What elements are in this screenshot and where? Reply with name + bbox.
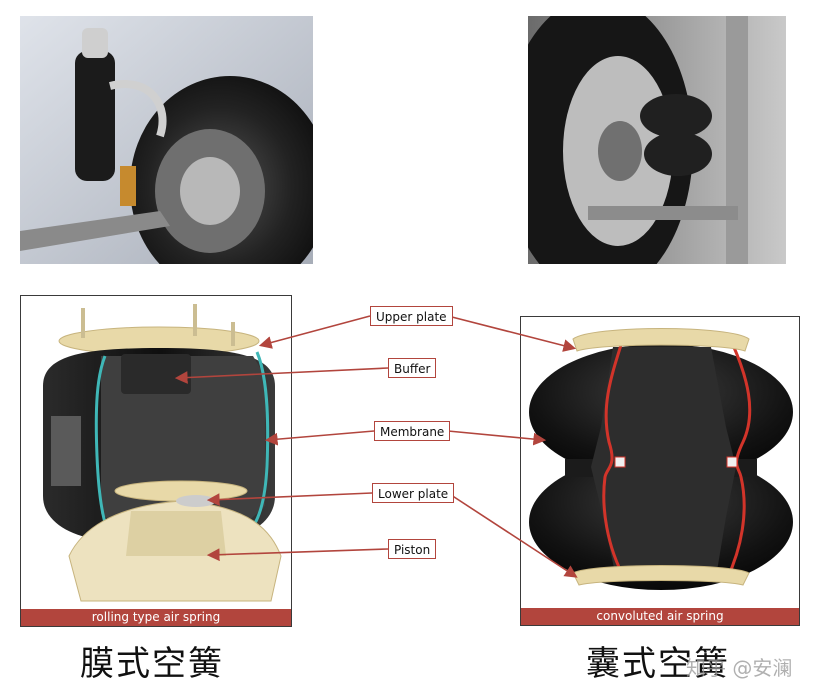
label-lower-plate: Lower plate (372, 483, 455, 503)
label-buffer: Buffer (388, 358, 437, 378)
convoluted-suspension-photo (528, 16, 786, 264)
title-rolling: 膜式空簧 (80, 644, 224, 684)
convoluted-air-spring-diagram: convoluted air spring (520, 316, 800, 626)
convoluted-caption: convoluted air spring (521, 608, 799, 625)
title-convoluted: 囊式空簧 (586, 644, 730, 684)
label-membrane: Membrane (374, 421, 451, 441)
rolling-suspension-photo (20, 16, 313, 264)
rolling-air-spring-diagram: rolling type air spring (20, 295, 292, 627)
label-upper-plate: Upper plate (370, 306, 453, 326)
watermark: 知乎 @安澜 (686, 656, 793, 680)
label-piston: Piston (388, 539, 437, 559)
rolling-caption: rolling type air spring (21, 609, 291, 626)
